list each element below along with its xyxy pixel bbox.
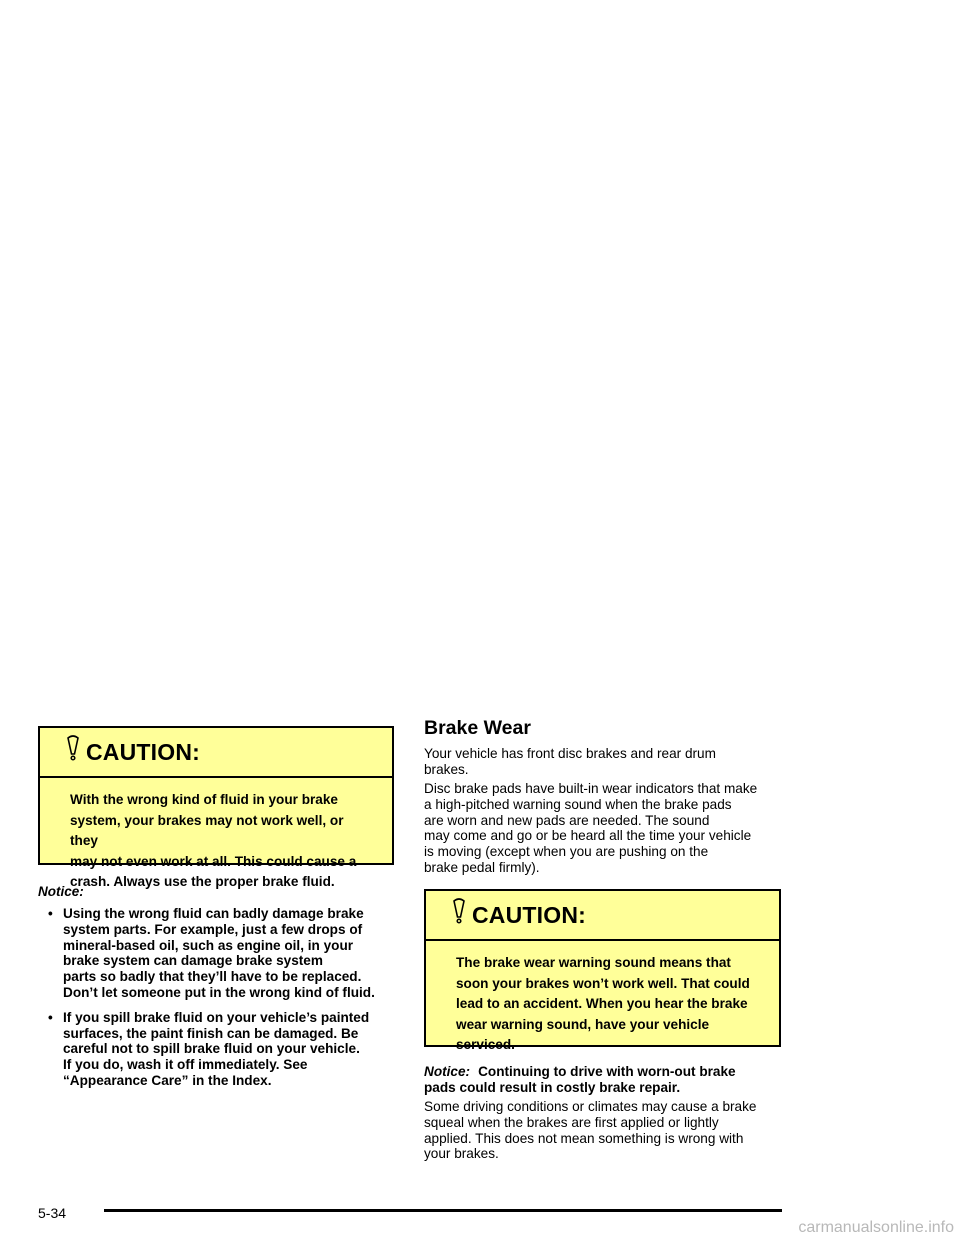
text-line: a high-pitched warning sound when the br… bbox=[424, 796, 732, 812]
section-heading: Brake Wear bbox=[424, 717, 531, 739]
text-line: Using the wrong fluid can badly damage b… bbox=[63, 906, 364, 921]
text-line: The brake wear warning sound means that bbox=[456, 955, 731, 970]
list-item: • Using the wrong fluid can badly damage… bbox=[38, 906, 400, 1001]
caution-box-brake-wear: CAUTION: The brake wear warning sound me… bbox=[424, 889, 781, 1052]
text-line: may come and go or be heard all the time… bbox=[424, 828, 752, 844]
text-line: pads could result in costly brake repair… bbox=[424, 1079, 681, 1095]
notice-text: Continuing to drive with worn-out brake bbox=[478, 1064, 736, 1079]
text-line: parts so badly that they’ll have to be r… bbox=[63, 969, 362, 985]
text-line: applied. This does not mean something is… bbox=[424, 1130, 744, 1146]
paragraph-brake-squeal: Some driving conditions or climates may … bbox=[424, 1099, 784, 1162]
text-line: serviced. bbox=[456, 1037, 515, 1052]
notice-bullet-list: • Using the wrong fluid can badly damage… bbox=[38, 906, 400, 1098]
caution-warning-icon bbox=[453, 898, 465, 924]
text-line: squeal when the brakes are first applied… bbox=[424, 1114, 719, 1130]
caution-header: CAUTION: bbox=[426, 891, 779, 941]
text-line: Don’t let someone put in the wrong kind … bbox=[63, 984, 375, 1000]
text-line: If you spill brake fluid on your vehicle… bbox=[63, 1009, 370, 1025]
list-item: • If you spill brake fluid on your vehic… bbox=[38, 1010, 400, 1089]
bullet-icon: • bbox=[48, 906, 53, 921]
caution-text: With the wrong kind of fluid in your bra… bbox=[40, 778, 392, 893]
page-number: 5-34 bbox=[38, 1205, 67, 1221]
bullet-icon: • bbox=[48, 1009, 53, 1025]
notice-label: Notice: bbox=[38, 884, 84, 899]
watermark: carmanualsonline.info bbox=[798, 1219, 954, 1236]
paragraph-wear-indicators: Disc brake pads have built-in wear indic… bbox=[424, 781, 784, 876]
text-line: Disc brake pads have built-in wear indic… bbox=[424, 781, 758, 796]
footer-rule bbox=[104, 1209, 782, 1212]
caution-header: CAUTION: bbox=[40, 728, 392, 778]
text-line: Your vehicle has front disc brakes and r… bbox=[424, 746, 716, 761]
text-line: brake system can damage brake system bbox=[63, 953, 323, 969]
caution-box-brake-fluid: CAUTION: With the wrong kind of fluid in… bbox=[38, 726, 394, 889]
text-line: mineral-based oil, such as engine oil, i… bbox=[63, 937, 354, 953]
text-line: brakes. bbox=[424, 761, 469, 777]
caution-warning-icon bbox=[67, 735, 79, 761]
caution-title: CAUTION: bbox=[86, 738, 201, 765]
text-line: “Appearance Care” in the Index. bbox=[63, 1072, 272, 1088]
text-line: system parts. For example, just a few dr… bbox=[63, 921, 363, 937]
text-line: With the wrong kind of fluid in your bra… bbox=[70, 792, 338, 807]
text-line: system, your brakes may not work well, o… bbox=[70, 812, 344, 849]
text-line: lead to an accident. When you hear the b… bbox=[456, 996, 748, 1011]
notice-paragraph: Notice: Continuing to drive with worn-out… bbox=[424, 1064, 784, 1096]
text-line: If you do, wash it off immediately. See bbox=[63, 1057, 308, 1073]
paragraph-brake-types: Your vehicle has front disc brakes and r… bbox=[424, 746, 784, 778]
text-line: Notice: Continuing to drive with worn-out… bbox=[424, 1064, 784, 1080]
text-line: careful not to spill brake fluid on your… bbox=[63, 1041, 360, 1057]
caution-title: CAUTION: bbox=[472, 901, 587, 928]
text-line: crash. Always use the proper brake fluid… bbox=[70, 874, 335, 889]
text-line: your brakes. bbox=[424, 1146, 499, 1162]
text-line: brake pedal firmly). bbox=[424, 859, 540, 875]
text-line: may not even work at all. This could cau… bbox=[70, 853, 357, 869]
caution-text: The brake wear warning sound means that … bbox=[426, 941, 779, 1056]
text-line: is moving (except when you are pushing o… bbox=[424, 844, 709, 860]
text-line: wear warning sound, have your vehicle bbox=[456, 1016, 710, 1032]
text-line: surfaces, the paint finish can be damage… bbox=[63, 1025, 359, 1041]
text-line: Some driving conditions or climates may … bbox=[424, 1099, 757, 1114]
text-line: are worn and new pads are needed. The so… bbox=[424, 812, 710, 828]
notice-label: Notice: bbox=[424, 1064, 471, 1079]
text-line: soon your brakes won’t work well. That c… bbox=[456, 975, 750, 991]
